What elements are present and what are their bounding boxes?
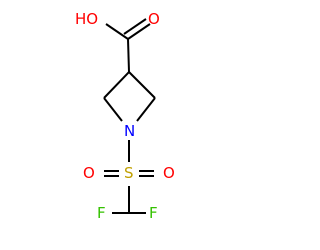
bond-c-oh (105, 23, 129, 40)
nitrogen-label: N (124, 122, 135, 140)
fluorine-left-label: F (97, 204, 106, 222)
sulfur-label: S (124, 164, 134, 182)
bond-c-o-double-2 (123, 18, 147, 35)
carbonyl-oxygen-label: O (148, 10, 160, 28)
bond-ring-left-n (103, 97, 123, 122)
molecule-structure: HO O N S O O F F (75, 10, 175, 222)
sulfonyl-oxygen-left-label: O (83, 164, 95, 182)
bond-c-o-double-1 (127, 23, 151, 40)
bond-ring-top-left (103, 71, 130, 99)
sulfonyl-oxygen-right-label: O (163, 164, 175, 182)
bond-ring-right-n (136, 97, 156, 122)
bond-ring-top-right (128, 71, 156, 99)
fluorine-right-label: F (149, 204, 158, 222)
hydroxyl-label: HO (75, 10, 98, 28)
bond-c-ring (127, 38, 130, 73)
